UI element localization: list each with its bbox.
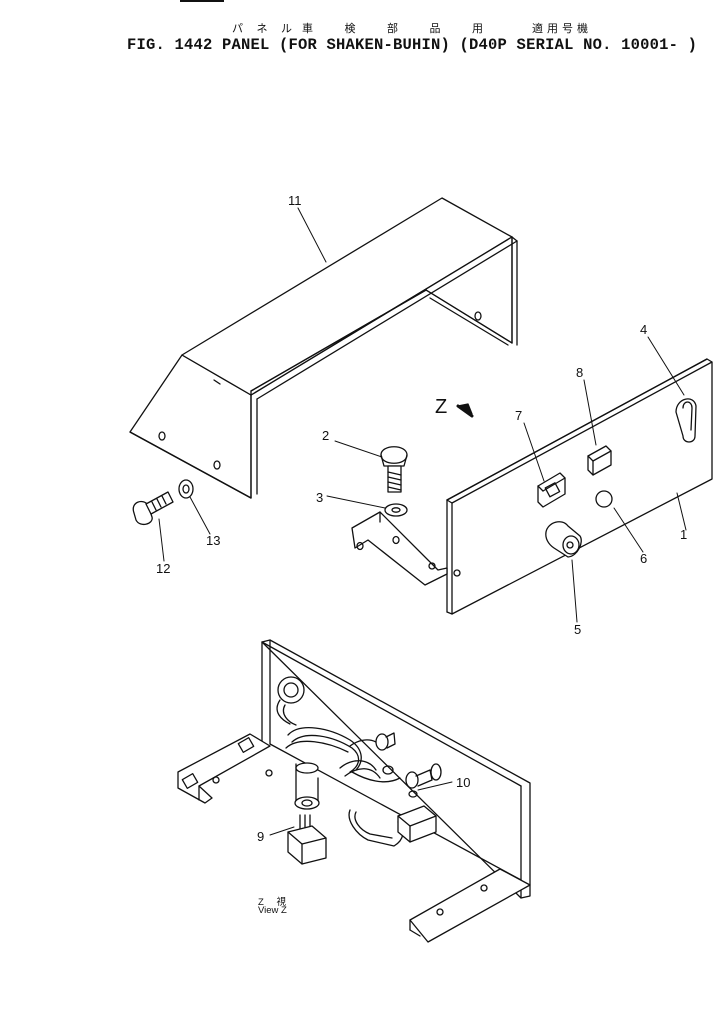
view-z-label-jp: Z 視: [258, 897, 291, 908]
callout-7: 7: [515, 408, 522, 423]
leader-lines: [158, 207, 687, 836]
callout-6: 6: [640, 551, 647, 566]
callout-8: 8: [576, 365, 583, 380]
callout-numbers: 1 2 3 4 5 6 7 8 9 10 11 12 13: [156, 193, 687, 844]
callout-5: 5: [574, 622, 581, 637]
callout-2: 2: [322, 428, 329, 443]
callout-4: 4: [640, 322, 647, 337]
callout-10: 10: [456, 775, 470, 790]
callout-11: 11: [288, 193, 302, 208]
callout-3: 3: [316, 490, 323, 505]
callout-12: 12: [156, 561, 170, 576]
z-view-arrow: Z: [435, 396, 474, 418]
callout-1: 1: [680, 527, 687, 542]
main-panel: [351, 358, 713, 615]
callout-9: 9: [257, 829, 264, 844]
header-jp-parts: 車 検 部 品 用: [302, 22, 497, 35]
figure-title: FIG. 1442 PANEL (FOR SHAKEN-BUHIN) (D40P…: [127, 36, 698, 54]
header: パ ネ ル 車 検 部 品 用 適用号機 FIG. 1442 PANEL (FO…: [0, 0, 713, 70]
header-rule: [180, 0, 224, 2]
bolt-and-washer: [380, 446, 408, 517]
z-marker-label: Z: [435, 396, 447, 418]
header-jp-panel: パ ネ ル: [232, 22, 297, 35]
callout-13: 13: [206, 533, 220, 548]
view-z-label: View Z: [258, 905, 287, 916]
cover-hood: [129, 197, 518, 499]
header-jp-applicable: 適用号機: [532, 22, 592, 35]
bolt-12-washer-13: [132, 479, 194, 526]
view-z-assembly: [177, 639, 531, 943]
